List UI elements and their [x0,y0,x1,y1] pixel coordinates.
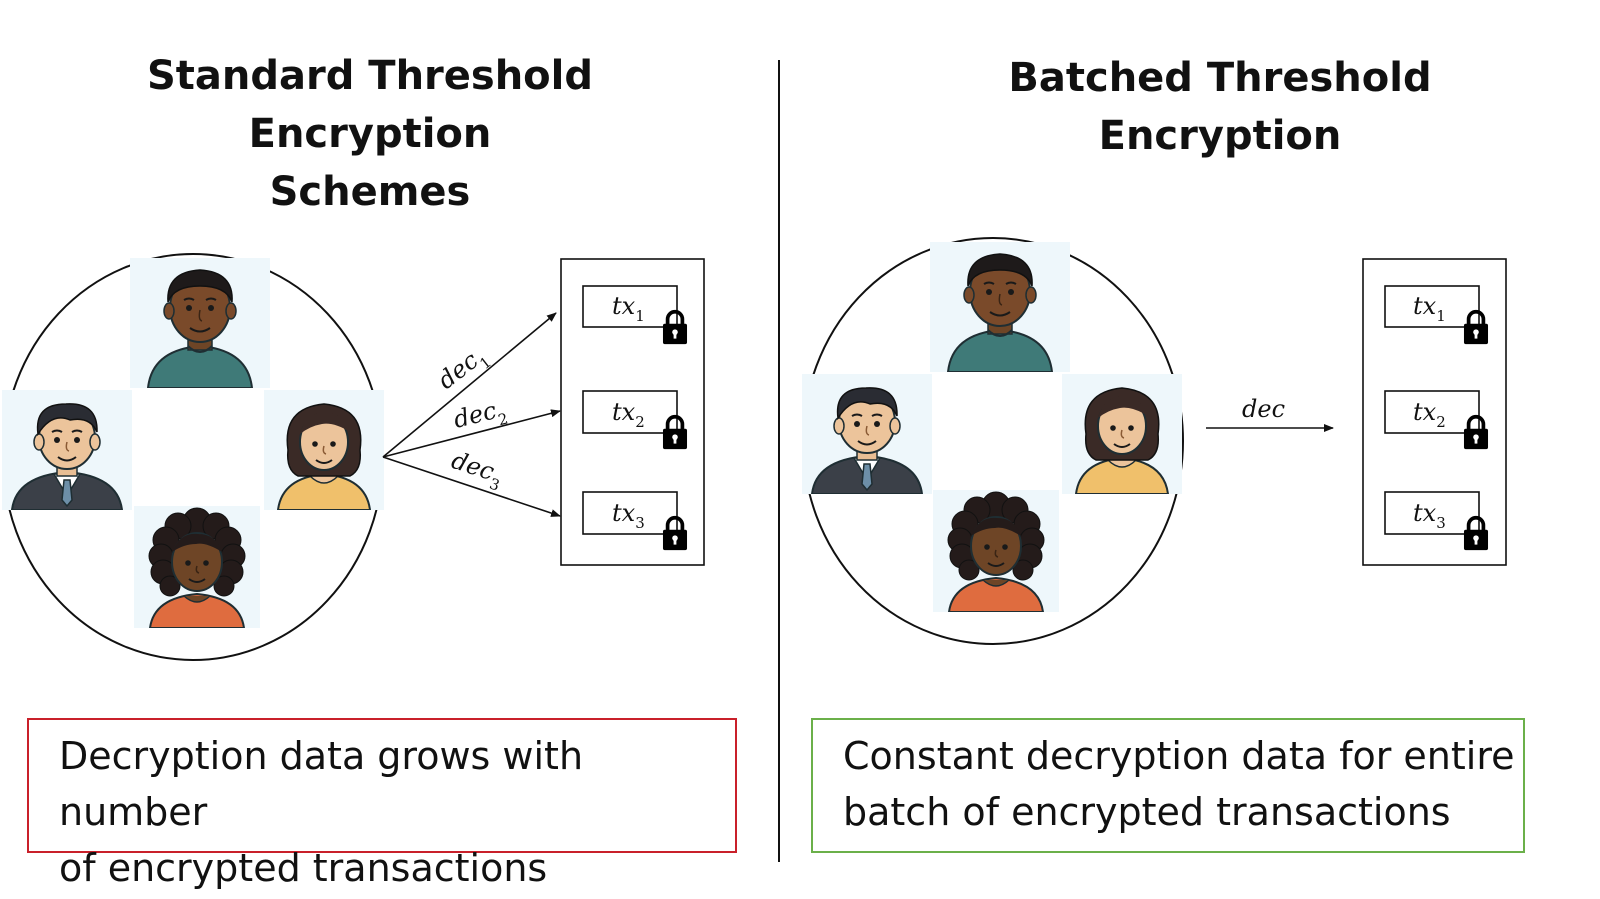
left-avatar-man-dark [130,258,270,388]
left-tx-box-1 [582,285,678,328]
left-tx-box-2 [582,390,678,434]
left-tx-label-2: tx2 [612,398,645,431]
left-arrow-3 [382,456,561,517]
right-arrow-group: dec [1206,395,1334,432]
left-arrow-1 [382,312,557,458]
right-tx-label-2: tx2 [1413,398,1446,431]
right-avatar-woman-curly [933,490,1059,612]
right-title-line-2: Encryption [1098,113,1342,159]
right-batch-box [1362,258,1507,566]
left-caption-line-2: of encrypted transactions [59,846,548,890]
right-caption-line-1: Constant decryption data for entire [843,734,1515,778]
right-avatar-man-suit [802,374,932,494]
right-tx-label-3: tx3 [1413,499,1446,532]
right-tx-box-3 [1384,491,1480,535]
left-committee-group [2,253,384,661]
left-arrow-label-2: dec2 [451,394,510,440]
left-arrow-2 [382,409,561,458]
right-caption-line-2: batch of encrypted transactions [843,790,1451,834]
right-tx-label-1: tx1 [1413,292,1446,325]
right-committee-group [802,237,1184,645]
left-title-line-2: Schemes [269,169,471,215]
left-title-line-1: Standard Threshold Encryption [146,53,594,157]
left-caption-box: Decryption data grows with number of enc… [27,718,737,890]
left-arrows: dec1 dec2 dec3 [382,312,561,517]
left-caption-line-1: Decryption data grows with number [59,734,584,834]
left-title: Standard Threshold Encryption Schemes [40,47,700,221]
right-arrow-label: dec [1242,395,1285,423]
left-tx-label-1: tx1 [612,292,645,325]
right-avatar-woman-bob [1062,374,1182,494]
left-avatar-woman-curly [134,506,260,628]
left-tx-box-3 [582,491,678,535]
right-caption-box: Constant decryption data for entire batc… [811,718,1525,853]
right-avatar-man-dark [930,242,1070,372]
left-avatar-man-suit [2,390,132,510]
left-batch-container: tx1 tx2 tx3 [560,258,705,566]
left-batch-box [560,258,705,566]
right-tx-box-2 [1384,390,1480,434]
right-tx-box-1 [1384,285,1480,328]
left-tx-label-3: tx3 [612,499,645,532]
left-avatar-woman-bob [264,390,384,510]
right-title: Batched Threshold Encryption [900,49,1540,165]
right-batch-container: tx1 tx2 tx3 [1362,258,1507,566]
right-title-line-1: Batched Threshold [1008,55,1432,101]
